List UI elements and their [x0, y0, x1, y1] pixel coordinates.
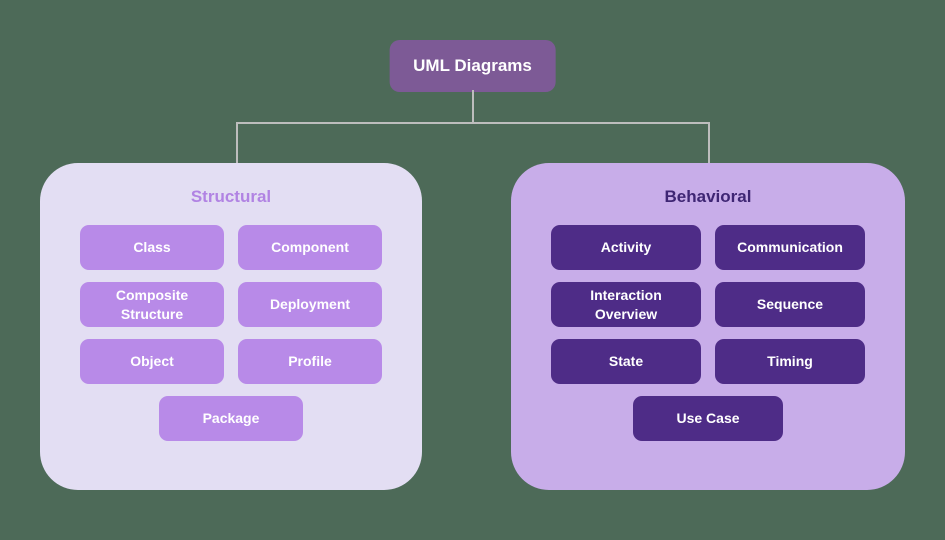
connector-horizontal	[236, 122, 710, 124]
node-component: Component	[238, 225, 382, 270]
node-object: Object	[80, 339, 224, 384]
node-timing: Timing	[715, 339, 865, 384]
connector-root-vertical	[472, 90, 474, 123]
node-package: Package	[159, 396, 303, 441]
structural-row-3: Object Profile	[80, 339, 382, 384]
behavioral-row-4: Use Case	[551, 396, 865, 441]
structural-row-4: Package	[80, 396, 382, 441]
node-sequence: Sequence	[715, 282, 865, 327]
node-composite-structure: Composite Structure	[80, 282, 224, 327]
connector-behavioral-vertical	[708, 122, 710, 164]
structural-group-panel: Structural Class Component Composite Str…	[40, 163, 422, 490]
node-communication: Communication	[715, 225, 865, 270]
connector-structural-vertical	[236, 122, 238, 164]
node-deployment: Deployment	[238, 282, 382, 327]
behavioral-row-1: Activity Communication	[551, 225, 865, 270]
node-interaction-overview: Interaction Overview	[551, 282, 701, 327]
node-profile: Profile	[238, 339, 382, 384]
node-activity: Activity	[551, 225, 701, 270]
node-use-case: Use Case	[633, 396, 783, 441]
root-node-uml-diagrams: UML Diagrams	[389, 40, 556, 92]
structural-row-1: Class Component	[80, 225, 382, 270]
node-class: Class	[80, 225, 224, 270]
behavioral-row-2: Interaction Overview Sequence	[551, 282, 865, 327]
behavioral-group-panel: Behavioral Activity Communication Intera…	[511, 163, 905, 490]
structural-heading: Structural	[190, 187, 272, 206]
structural-row-2: Composite Structure Deployment	[80, 282, 382, 327]
node-state: State	[551, 339, 701, 384]
behavioral-heading: Behavioral	[664, 187, 752, 206]
behavioral-row-3: State Timing	[551, 339, 865, 384]
